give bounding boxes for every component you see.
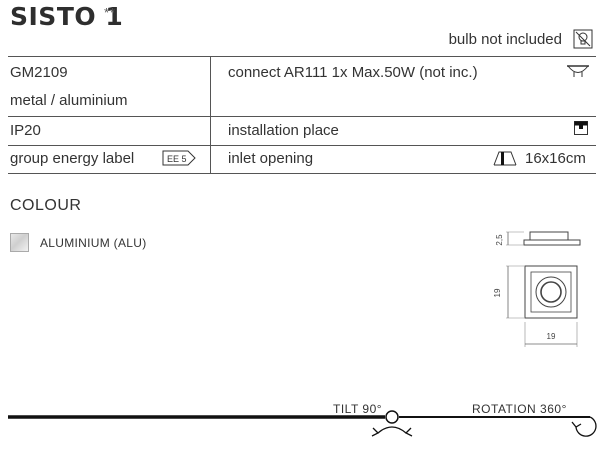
colour-swatch-aluminium bbox=[10, 233, 29, 252]
table-row-rule bbox=[8, 116, 596, 117]
dim-bottom-label: 19 bbox=[547, 332, 556, 341]
tilt-arrow-icon bbox=[377, 426, 407, 434]
inlet-size: 16x16cm bbox=[525, 150, 586, 167]
connect-spec: connect AR111 1x Max.50W (not inc.) bbox=[228, 64, 478, 81]
rating-stars: ** bbox=[104, 5, 117, 20]
ceiling-mount-icon bbox=[574, 121, 588, 135]
installation-place: installation place bbox=[228, 122, 339, 139]
tilt-label: TILT 90° bbox=[333, 402, 383, 416]
colour-label-aluminium: ALUMINIUM (ALU) bbox=[40, 236, 147, 250]
product-title: SISTO 1 bbox=[10, 2, 124, 31]
no-bulb-icon bbox=[573, 29, 593, 49]
product-code: GM2109 bbox=[10, 64, 68, 81]
tilt-pivot-icon bbox=[385, 410, 399, 424]
table-row-rule bbox=[8, 145, 596, 146]
ar111-lamp-icon bbox=[567, 65, 589, 77]
inlet-opening: inlet opening bbox=[228, 150, 314, 167]
material: metal / aluminium bbox=[10, 92, 128, 109]
energy-badge-text: EE 5 bbox=[167, 154, 187, 164]
table-top-rule bbox=[8, 56, 596, 57]
ip-rating: IP20 bbox=[10, 122, 41, 139]
table-column-divider bbox=[210, 56, 211, 173]
inlet-opening-icon bbox=[493, 151, 517, 166]
energy-label: group energy label bbox=[10, 150, 135, 167]
dimension-drawing: 2,5 19 19 bbox=[493, 231, 581, 347]
bulb-not-included-note: bulb not included bbox=[448, 31, 562, 48]
table-bottom-rule bbox=[8, 173, 596, 174]
colour-heading: COLOUR bbox=[10, 197, 82, 214]
motion-diagram bbox=[8, 410, 597, 437]
dim-side-label: 19 bbox=[493, 288, 502, 297]
rotation-arrow-icon bbox=[575, 416, 597, 437]
energy-class-badge: EE 5 bbox=[162, 150, 196, 166]
dim-height-label: 2,5 bbox=[495, 234, 504, 246]
rotation-label: ROTATION 360° bbox=[472, 402, 567, 416]
